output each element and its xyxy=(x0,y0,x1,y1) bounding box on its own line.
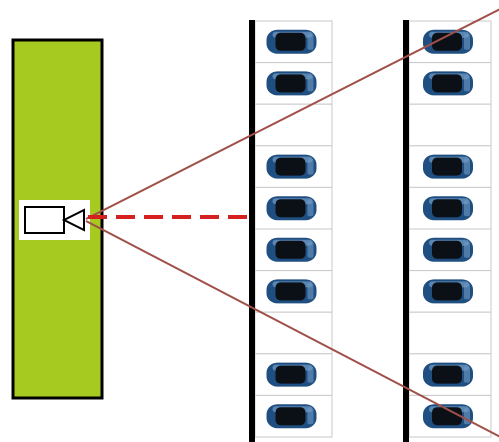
parking-right-column xyxy=(403,20,492,442)
car-top-view-icon xyxy=(266,71,317,96)
car-top-view-icon xyxy=(266,237,317,262)
field-of-view-lower-line xyxy=(85,220,499,438)
car-top-view-icon xyxy=(266,29,317,54)
parking-slot xyxy=(254,311,333,355)
car-top-view-icon xyxy=(423,237,473,262)
car-top-view-icon xyxy=(266,154,317,179)
parking-row-divider xyxy=(249,20,255,442)
car-top-view-icon xyxy=(423,196,473,221)
parking-columns xyxy=(249,20,492,442)
video-camera-icon xyxy=(24,206,85,234)
field-of-view-upper-line xyxy=(85,8,499,220)
parking-left-column xyxy=(249,20,333,442)
car-top-view-icon xyxy=(423,404,473,429)
car-top-view-icon xyxy=(266,362,317,387)
car-top-view-icon xyxy=(423,29,473,54)
parking-row-divider xyxy=(403,20,409,442)
parking-slot xyxy=(408,103,492,147)
parking-slot xyxy=(408,311,492,355)
car-top-view-icon xyxy=(423,154,473,179)
car-top-view-icon xyxy=(266,404,317,429)
car-top-view-icon xyxy=(423,71,473,96)
car-top-view-icon xyxy=(266,196,317,221)
car-top-view-icon xyxy=(423,279,473,304)
parking-slot xyxy=(254,103,333,147)
car-top-view-icon xyxy=(266,279,317,304)
car-top-view-icon xyxy=(423,362,473,387)
